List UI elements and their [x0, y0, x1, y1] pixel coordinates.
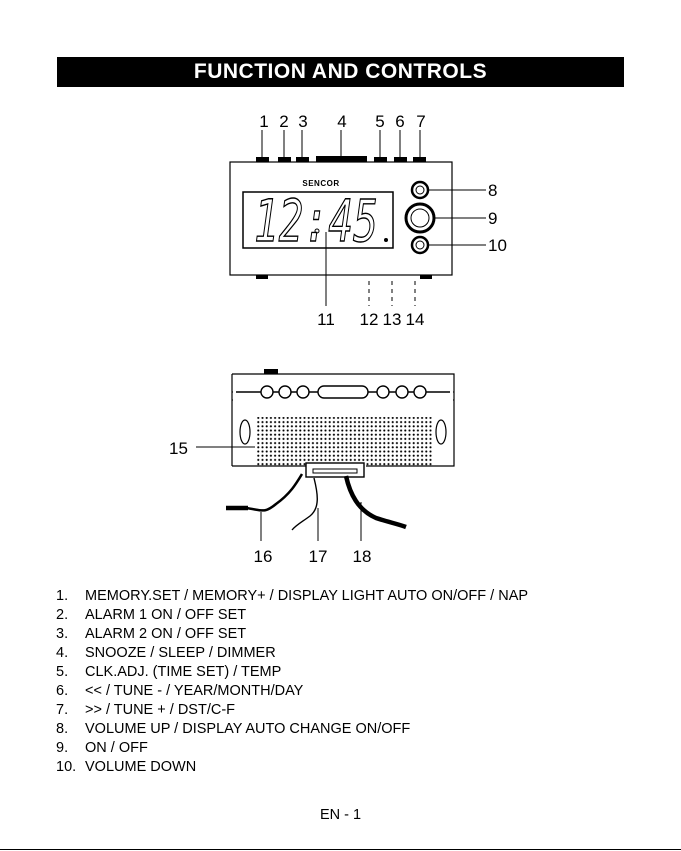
button-5	[374, 157, 387, 162]
back-button	[413, 385, 427, 399]
pm-indicator	[384, 238, 388, 242]
device-foot	[256, 275, 268, 279]
callout-6: 6	[395, 112, 404, 131]
callout-12: 12	[360, 310, 379, 329]
front-view: SENCOR 12:45 1 2 3 4 5 6 7	[229, 112, 507, 329]
cable-16	[228, 473, 304, 512]
callout-2: 2	[279, 112, 288, 131]
list-item: 2.ALARM 1 ON / OFF SET	[56, 607, 247, 623]
page-title: FUNCTION AND CONTROLS	[57, 57, 624, 87]
callout-7: 7	[416, 112, 425, 131]
callout-1: 1	[259, 112, 268, 131]
back-button	[395, 385, 409, 399]
device-foot	[420, 275, 432, 279]
volume-up-knob-inner	[415, 185, 425, 195]
power-knob	[404, 202, 436, 234]
top-callouts: 1 2 3 4 5 6 7	[259, 112, 426, 157]
left-vent	[239, 419, 251, 445]
back-button-wide	[317, 385, 369, 399]
button-7	[413, 157, 426, 162]
volume-down-knob	[410, 235, 430, 255]
volume-down-knob-inner	[415, 240, 425, 250]
list-item: 5.CLK.ADJ. (TIME SET) / TEMP	[56, 664, 282, 680]
list-item: 4.SNOOZE / SLEEP / DIMMER	[56, 645, 276, 661]
callout-16: 16	[254, 547, 273, 566]
cable-18	[343, 475, 407, 530]
callout-10: 10	[488, 236, 507, 255]
callout-15: 15	[169, 439, 188, 458]
power-knob-inner	[410, 208, 430, 228]
list-item: 1.MEMORY.SET / MEMORY+ / DISPLAY LIGHT A…	[56, 588, 529, 604]
volume-up-knob	[410, 180, 430, 200]
list-item: 9.ON / OFF	[56, 740, 148, 756]
back-button	[376, 385, 390, 399]
list-item: 8.VOLUME UP / DISPLAY AUTO CHANGE ON/OFF	[56, 721, 411, 737]
callout-8: 8	[488, 181, 497, 200]
speaker-grille	[256, 417, 432, 466]
bottom-rule	[0, 849, 681, 850]
button-1	[256, 157, 269, 162]
brand-logo: SENCOR	[302, 179, 339, 188]
callout-14: 14	[406, 310, 425, 329]
button-6	[394, 157, 407, 162]
back-view: 15 16 17 18	[169, 369, 455, 566]
callout-5: 5	[375, 112, 384, 131]
lcd-display	[242, 191, 394, 249]
list-item: 7.>> / TUNE + / DST/C-F	[56, 702, 235, 718]
back-top-slider	[264, 369, 278, 375]
device-illustration: SENCOR 12:45 1 2 3 4 5 6 7	[169, 112, 507, 566]
callout-9: 9	[488, 209, 497, 228]
am-indicator	[314, 228, 320, 234]
bottom-callouts: 11 12 13 14	[317, 232, 424, 329]
button-4	[316, 156, 367, 162]
callout-13: 13	[383, 310, 402, 329]
back-button	[296, 385, 310, 399]
callout-3: 3	[298, 112, 307, 131]
callout-17: 17	[309, 547, 328, 566]
callout-11: 11	[317, 310, 335, 329]
right-vent	[435, 419, 447, 445]
button-3	[296, 157, 309, 162]
list-item: 3.ALARM 2 ON / OFF SET	[56, 626, 247, 642]
back-button	[260, 385, 274, 399]
controls-list: 1.MEMORY.SET / MEMORY+ / DISPLAY LIGHT A…	[56, 587, 528, 777]
callout-18: 18	[353, 547, 372, 566]
list-item: 10.VOLUME DOWN	[56, 759, 197, 775]
display-digits: 12:45	[254, 187, 378, 255]
back-button	[278, 385, 292, 399]
back-socket-inner	[312, 468, 358, 474]
callout-4: 4	[337, 112, 346, 131]
button-2	[278, 157, 291, 162]
list-item: 6.<< / TUNE - / YEAR/MONTH/DAY	[56, 683, 304, 699]
cable-17	[291, 477, 318, 531]
page-number: EN - 1	[319, 807, 362, 823]
right-callouts: 8 9 10	[428, 181, 507, 255]
